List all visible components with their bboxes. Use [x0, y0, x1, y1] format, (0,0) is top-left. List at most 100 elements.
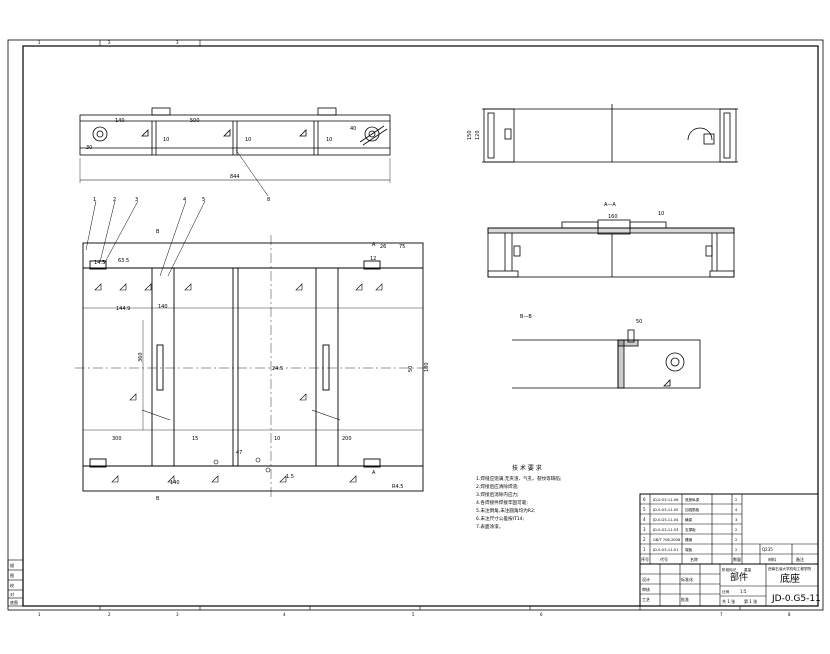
- bom-header: 名称: [690, 556, 698, 562]
- bom-cell: 支撑板: [685, 527, 696, 532]
- bom-cell: 加强筋板: [685, 507, 700, 512]
- balloon-label: 2: [113, 197, 116, 203]
- dim-text: 14.5: [94, 260, 105, 266]
- strip-label: 对: [10, 591, 14, 597]
- dim-text: 26: [380, 244, 386, 250]
- front-view: [79, 107, 391, 197]
- bom-cell: 槽钢: [685, 537, 693, 542]
- plan-view: [75, 235, 430, 498]
- section-mark: B: [156, 229, 160, 235]
- bom-cell: JD-0.G5-11-05: [652, 508, 678, 512]
- weld-symbols: [94, 283, 383, 483]
- dim-text: 15: [192, 436, 198, 442]
- dim-text: 40: [350, 126, 356, 132]
- strip-label: 底图: [10, 599, 18, 605]
- inner-frame: [22, 45, 819, 607]
- bom-header: 代号: [660, 556, 668, 562]
- material-text: Q235: [762, 547, 773, 552]
- dim-text: 10: [658, 211, 664, 217]
- zone-label: 3: [176, 612, 179, 617]
- bom-cell: 横梁: [685, 517, 693, 522]
- signature-label: 批准: [681, 596, 689, 602]
- dim-text: 50: [408, 366, 414, 372]
- tech-item: 1.焊缝应饱满,无夹渣、气孔、裂纹等缺陷;: [476, 475, 562, 482]
- zone-label: 2: [108, 612, 111, 617]
- zone-label: 6: [540, 612, 543, 617]
- bom-cell: 3: [735, 518, 737, 522]
- part-name: 底座: [780, 572, 800, 585]
- title-block: [639, 493, 819, 607]
- signature-label: 审核: [642, 586, 650, 592]
- section-mark: A: [372, 470, 376, 476]
- section-mark: A: [372, 242, 376, 248]
- dim-text: 120: [475, 130, 481, 140]
- dim-text: 844: [230, 174, 240, 180]
- bom-cell: 1: [643, 547, 646, 552]
- bom-header: 序号: [641, 556, 649, 562]
- outer-frame: [7, 39, 824, 611]
- side-view: [482, 104, 738, 163]
- sheet-number: 第 1 张: [744, 598, 757, 604]
- zone-label: 2: [108, 40, 111, 45]
- tech-item: 6.未注尺寸公差按IT14;: [476, 515, 525, 522]
- dim-text: 140: [170, 480, 180, 486]
- school-name: 西南石油大学机电工程学院: [768, 566, 812, 571]
- bom-header: 数量: [733, 556, 741, 562]
- dim-text: 360: [138, 352, 144, 362]
- dim-text: 63.5: [118, 258, 129, 264]
- part-kind: 部件: [730, 571, 748, 583]
- tech-item: 2.焊接后应清除焊渣;: [476, 483, 519, 490]
- bom-cell: 2: [735, 498, 737, 502]
- dim-text: 180: [424, 362, 430, 372]
- bom-cell: 5: [643, 507, 646, 512]
- bom-cell: 6: [643, 497, 646, 502]
- bom-cell: 2: [735, 538, 737, 542]
- technical-requirements: 技 术 要 求 1.焊缝应饱满,无夹渣、气孔、裂纹等缺陷; 2.焊接后应清除焊渣…: [476, 464, 562, 530]
- dim-text: 140: [115, 118, 125, 124]
- bom-header: 备注: [796, 556, 804, 562]
- dim-text: 10: [274, 436, 280, 442]
- zone-label: 3: [176, 40, 179, 45]
- dim-text: 160: [608, 214, 618, 220]
- part-balloon: 8: [267, 197, 270, 203]
- bom-cell: 2: [735, 548, 737, 552]
- dim-text: 10: [326, 137, 332, 143]
- dim-text: 47: [236, 450, 242, 456]
- misc-label: 比例: [722, 589, 730, 594]
- zone-label: 8: [788, 612, 791, 617]
- strip-label: 描: [10, 562, 14, 568]
- misc-label: 阶段标记: [722, 567, 737, 572]
- balloon-label: 1: [93, 197, 96, 203]
- dim-text: 140: [158, 304, 168, 310]
- section-title: A—A: [604, 202, 616, 208]
- bom-cell: 底座纵梁: [685, 497, 700, 502]
- bom-cell: JD-0.G5-11-01: [652, 548, 678, 552]
- zone-label: 7: [720, 612, 723, 617]
- tech-item: 3.焊接后消除内应力;: [476, 491, 519, 498]
- bom-cell: JD-0.G5-11-06: [652, 498, 679, 502]
- section-bb: [512, 329, 701, 389]
- misc-label: 重量: [744, 567, 752, 572]
- bom-cell: 2: [735, 528, 737, 532]
- dim-text: 50: [636, 319, 642, 325]
- dim-text: 12: [370, 256, 376, 262]
- signature-label: 设计: [642, 576, 650, 582]
- section-aa: [487, 219, 735, 278]
- dim-text: 150: [467, 130, 473, 140]
- dim-text: 1.5: [286, 474, 294, 480]
- zone-label: 4: [283, 612, 286, 617]
- section-mark: B: [156, 496, 160, 502]
- bom-cell: 4: [643, 517, 646, 522]
- balloon-label: 3: [135, 197, 138, 203]
- dim-text: 200: [342, 436, 352, 442]
- signature-label: 标准化: [681, 576, 693, 582]
- balloon-label: 5: [202, 197, 205, 203]
- dim-text: 10: [245, 137, 251, 143]
- tech-item: 4.各焊接件焊接牢固可靠;: [476, 499, 528, 506]
- bom-cell: 4: [735, 508, 738, 512]
- tech-title: 技 术 要 求: [512, 464, 542, 472]
- zone-label: 1: [38, 612, 41, 617]
- dim-text: 24.5: [272, 366, 283, 372]
- bom-cell: JD-0.G5-11-04: [652, 518, 679, 522]
